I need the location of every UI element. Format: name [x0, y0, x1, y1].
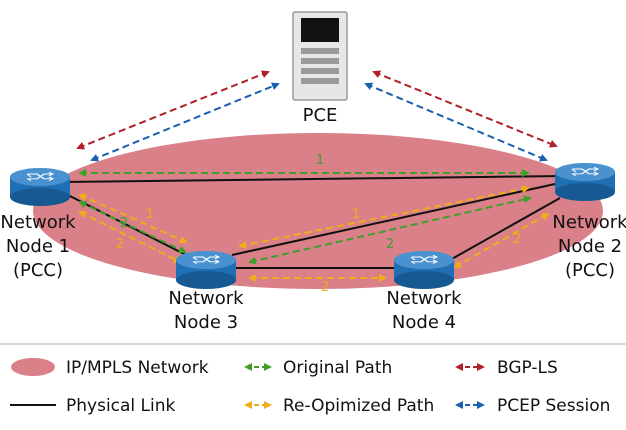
link-node1-node2 [61, 175, 566, 183]
reopt-path-node1-node3-b [78, 211, 182, 263]
legend-bgpls-label: BGP-LS [497, 358, 558, 378]
original-path-label-node3-node2: 2 [386, 237, 394, 252]
node2-label: Network Node 2 (PCC) [552, 212, 626, 281]
router-node1-icon [10, 168, 70, 206]
legend-original-label: Original Path [283, 358, 392, 378]
legend-reopt-label: Re-Opimized Path [283, 396, 434, 416]
node4-label-line1: Network [386, 288, 462, 309]
original-path-label-top: 1 [316, 153, 324, 168]
node3-label-line2: Node 3 [174, 312, 238, 333]
bgpls-session-right [372, 70, 558, 148]
reopt-path-label-node4-node2: 2 [513, 232, 521, 247]
legend: IP/MPLS Network Original Path BGP-LS Phy… [0, 343, 626, 416]
original-path-label-node1-node3: 2 [120, 216, 128, 231]
node1-label-line3: (PCC) [13, 260, 63, 281]
node4-label: Network Node 4 [386, 288, 462, 333]
reopt-path-label-node3-node2: 1 [352, 207, 360, 222]
node1-label: Network Node 1 (PCC) [0, 212, 76, 281]
node2-label-line1: Network [552, 212, 626, 233]
legend-pcep-label: PCEP Session [497, 396, 610, 416]
node1-label-line1: Network [0, 212, 76, 233]
node3-label-line1: Network [168, 288, 244, 309]
node2-label-line3: (PCC) [565, 260, 615, 281]
reopt-path-node4-node2 [453, 213, 550, 268]
node2-label-line2: Node 2 [558, 236, 622, 257]
reopt-path-label-node1-node3-b: 2 [116, 237, 124, 252]
reopt-path-node3-node2 [238, 185, 530, 249]
node1-label-line2: Node 1 [6, 236, 70, 257]
router-node2-icon [555, 163, 615, 201]
reoptimized-paths [78, 185, 550, 282]
pce-label: PCE [303, 105, 338, 126]
reopt-path-label-node3-node4: 2 [321, 280, 329, 295]
node3-label: Network Node 3 [168, 288, 244, 333]
router-node3-icon [176, 251, 236, 289]
router-node4-icon [394, 251, 454, 289]
legend-physical-label: Physical Link [66, 396, 176, 416]
reopt-path-label-node1-node3-a: 1 [146, 207, 154, 222]
pce-server-icon [292, 11, 348, 101]
pcep-session-left [90, 82, 280, 162]
legend-ipmpls-swatch [11, 358, 55, 376]
node4-label-line2: Node 4 [392, 312, 456, 333]
pce-sessions [76, 70, 558, 162]
legend-ipmpls-label: IP/MPLS Network [66, 358, 209, 378]
